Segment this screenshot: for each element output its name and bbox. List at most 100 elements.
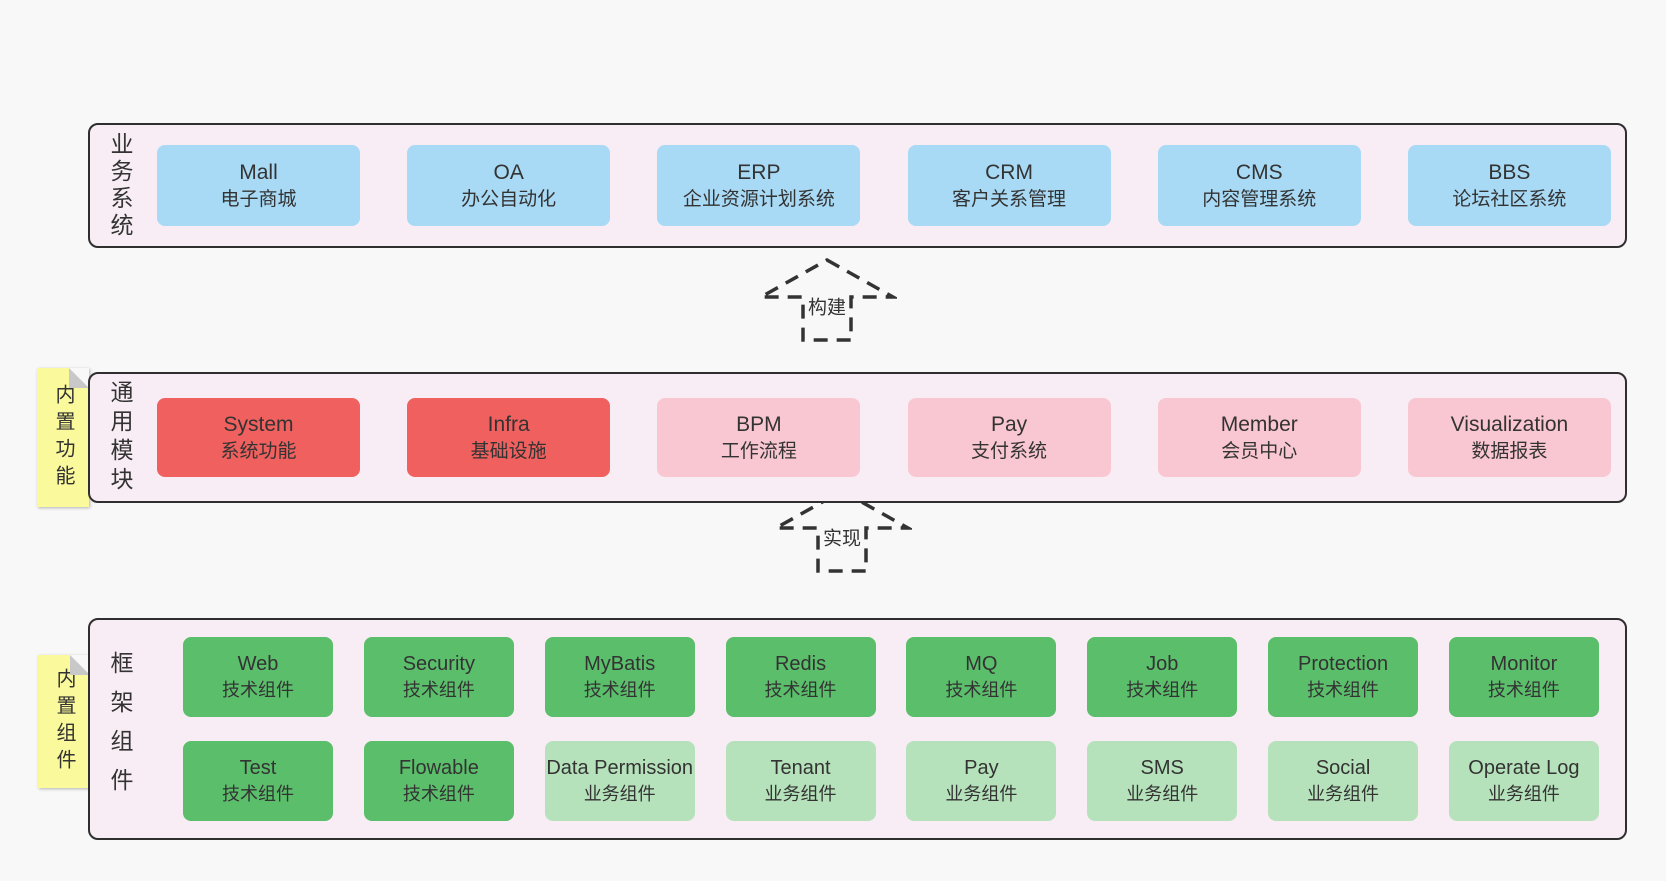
- business-boxes-row: Mall 电子商城 OA 办公自动化 ERP 企业资源计划系统 CRM 客户关系…: [157, 145, 1611, 226]
- box-mall: Mall 电子商城: [157, 145, 360, 226]
- box-name: System: [223, 412, 294, 436]
- box-name: Data Permission: [546, 757, 694, 780]
- box-crm: CRM 客户关系管理: [907, 145, 1111, 226]
- box-infra: Infra 基础设施: [407, 398, 611, 477]
- box-name: ERP: [737, 160, 781, 184]
- box-description: 技术组件: [583, 680, 656, 701]
- framework-boxes-row-1: Web 技术组件 Security 技术组件 MyBatis 技术组件 Redi…: [183, 637, 1599, 717]
- box-data-permission: Data Permission 业务组件: [544, 741, 695, 821]
- box-pay-component: Pay 业务组件: [906, 741, 1057, 821]
- box-description: 技术组件: [764, 680, 837, 701]
- box-description: 内容管理系统: [1202, 188, 1317, 210]
- box-redis: Redis 技术组件: [725, 637, 876, 717]
- section-title-business-systems: 业务系统: [107, 131, 133, 240]
- box-description: 数据报表: [1471, 440, 1548, 462]
- box-job: Job 技术组件: [1087, 637, 1238, 717]
- box-description: 技术组件: [402, 784, 475, 805]
- box-description: 论坛社区系统: [1452, 188, 1567, 210]
- box-name: Pay: [990, 412, 1028, 436]
- box-description: 技术组件: [1307, 680, 1380, 701]
- box-bpm: BPM 工作流程: [657, 398, 861, 477]
- dashed-up-arrow-icon: [757, 257, 897, 342]
- box-cms: CMS 内容管理系统: [1157, 145, 1361, 226]
- box-name: Redis: [774, 653, 827, 676]
- arrow-implement-label: 实现: [819, 523, 865, 551]
- panel-common-modules: 通用模块 System 系统功能 Infra 基础设施 BPM 工作流程 Pay…: [88, 372, 1627, 503]
- box-name: OA: [493, 160, 524, 184]
- box-test: Test 技术组件: [183, 741, 333, 821]
- box-bbs: BBS 论坛社区系统: [1407, 145, 1611, 226]
- dashed-up-arrow-icon: [772, 488, 912, 573]
- box-description: 业务组件: [583, 784, 656, 805]
- box-name: Tenant: [770, 757, 831, 780]
- box-description: 业务组件: [945, 784, 1018, 805]
- framework-boxes-grid: Web 技术组件 Security 技术组件 MyBatis 技术组件 Redi…: [157, 637, 1599, 821]
- box-tenant: Tenant 业务组件: [725, 741, 876, 821]
- box-description: 业务组件: [1307, 784, 1380, 805]
- box-name: MQ: [965, 653, 998, 676]
- box-web: Web 技术组件: [183, 637, 333, 717]
- box-name: Flowable: [398, 757, 479, 780]
- box-name: Mall: [239, 160, 278, 184]
- box-visualization: Visualization 数据报表: [1407, 398, 1611, 477]
- box-operate-log: Operate Log 业务组件: [1448, 741, 1599, 821]
- box-name: Security: [402, 653, 475, 676]
- box-name: Protection: [1298, 653, 1389, 676]
- box-name: Infra: [487, 412, 530, 436]
- box-description: 业务组件: [764, 784, 837, 805]
- box-description: 技术组件: [1126, 680, 1199, 701]
- box-name: MyBatis: [584, 653, 656, 676]
- box-protection: Protection 技术组件: [1268, 637, 1419, 717]
- box-description: 技术组件: [402, 680, 475, 701]
- box-description: 技术组件: [1487, 680, 1560, 701]
- box-name: BBS: [1488, 160, 1531, 184]
- box-monitor: Monitor 技术组件: [1448, 637, 1599, 717]
- sticky-note-label: 内置功能: [52, 383, 74, 492]
- sticky-note-built-in-features: 内置功能: [37, 368, 89, 507]
- box-description: 系统功能: [220, 440, 297, 462]
- box-name: Monitor: [1490, 653, 1558, 676]
- panel-framework-components: 框架组件 Web 技术组件 Security 技术组件 MyBatis 技术组件…: [88, 618, 1627, 840]
- box-flowable: Flowable 技术组件: [363, 741, 514, 821]
- sticky-note-built-in-components: 内置组件: [38, 655, 90, 788]
- box-description: 技术组件: [222, 680, 294, 701]
- box-name: Member: [1220, 412, 1298, 436]
- box-erp: ERP 企业资源计划系统: [657, 145, 861, 226]
- box-description: 技术组件: [222, 784, 294, 805]
- box-name: Visualization: [1450, 412, 1569, 436]
- box-name: CMS: [1235, 160, 1283, 184]
- box-name: Operate Log: [1468, 757, 1580, 780]
- box-description: 业务组件: [1487, 784, 1560, 805]
- box-description: 客户关系管理: [952, 188, 1067, 210]
- box-mybatis: MyBatis 技术组件: [544, 637, 695, 717]
- box-description: 企业资源计划系统: [682, 188, 835, 210]
- box-name: Social: [1315, 757, 1371, 780]
- box-description: 电子商城: [220, 188, 297, 210]
- section-title-common-modules: 通用模块: [107, 379, 133, 496]
- section-title-framework-components: 框架组件: [107, 651, 133, 807]
- arrow-build-label: 构建: [804, 292, 850, 320]
- box-mq: MQ 技术组件: [906, 637, 1057, 717]
- box-description: 会员中心: [1221, 440, 1298, 462]
- arrow-build: 构建: [757, 256, 897, 344]
- box-security: Security 技术组件: [363, 637, 514, 717]
- box-description: 支付系统: [971, 440, 1048, 462]
- box-name: Job: [1146, 653, 1179, 676]
- box-description: 办公自动化: [461, 188, 557, 210]
- box-oa: OA 办公自动化: [407, 145, 611, 226]
- box-name: CRM: [985, 160, 1033, 184]
- box-description: 业务组件: [1126, 784, 1199, 805]
- box-name: SMS: [1140, 757, 1184, 780]
- box-name: Pay: [964, 757, 999, 780]
- framework-boxes-row-2: Test 技术组件 Flowable 技术组件 Data Permission …: [183, 741, 1599, 821]
- box-name: BPM: [736, 412, 782, 436]
- box-name: Web: [237, 653, 279, 676]
- box-description: 技术组件: [945, 680, 1018, 701]
- arrow-implement: 实现: [772, 487, 912, 575]
- sticky-note-label: 内置组件: [53, 667, 75, 776]
- box-description: 基础设施: [470, 440, 547, 462]
- module-boxes-row: System 系统功能 Infra 基础设施 BPM 工作流程 Pay 支付系统…: [157, 398, 1611, 477]
- box-member: Member 会员中心: [1157, 398, 1361, 477]
- panel-business-systems: 业务系统 Mall 电子商城 OA 办公自动化 ERP 企业资源计划系统 CRM…: [88, 123, 1627, 248]
